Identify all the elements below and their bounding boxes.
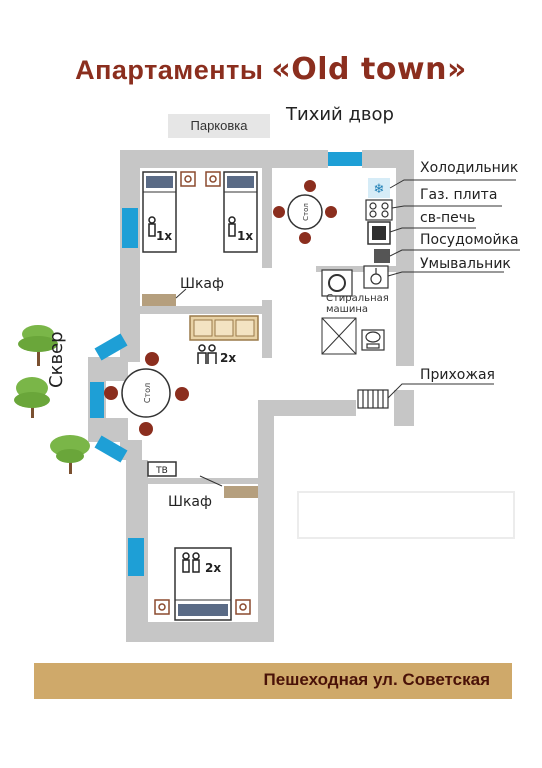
legend-fridge: Холодильник <box>420 160 519 176</box>
washing-machine-label-2: машина <box>326 304 368 315</box>
hallway-rack-icon <box>357 389 389 409</box>
page-title: Апартаменты «Old town» <box>0 52 542 87</box>
wardrobe-1-label: Шкаф <box>180 276 224 292</box>
gas-stove-icon <box>365 199 393 221</box>
street-bar: Пешеходная ул. Советская <box>34 663 512 699</box>
tree-icon-2 <box>14 377 50 418</box>
legend-hallway: Прихожая <box>420 367 495 383</box>
empty-panel <box>297 491 515 539</box>
nightstands-bedroom1 <box>180 171 221 187</box>
legend-leader-lines <box>387 179 520 399</box>
square-label: Сквер <box>46 331 67 388</box>
parking-label: Парковка <box>168 114 270 138</box>
sofa-person-icon <box>197 344 217 364</box>
tree-icon-3 <box>50 435 90 474</box>
single-bed-left <box>142 171 177 253</box>
wardrobe-1 <box>142 294 176 306</box>
street-label: Пешеходная ул. Советская <box>263 670 490 689</box>
single-bed-left-capacity: 1х <box>156 229 172 243</box>
dining-table-living: Стол <box>104 352 189 436</box>
double-bed <box>174 547 232 621</box>
legend-gas-stove: Газ. плита <box>420 187 498 203</box>
shower-icon <box>321 317 357 355</box>
dining-table-kitchen: Стол <box>273 180 337 244</box>
dishwasher-icon <box>374 249 390 263</box>
windows <box>90 152 362 576</box>
washing-machine-label: Стиральная <box>326 293 389 304</box>
double-bed-capacity: 2х <box>205 561 221 575</box>
wardrobe-2 <box>224 486 258 498</box>
washing-machine-icon <box>321 269 353 297</box>
tree-icon <box>18 325 58 366</box>
tv-label: ТВ <box>155 466 168 476</box>
title-name: «Old town» <box>271 52 467 87</box>
snowflake-icon: ❄ <box>374 182 385 197</box>
sink-icon <box>363 265 389 289</box>
microwave-icon <box>367 221 391 245</box>
toilet-icon <box>361 329 385 351</box>
courtyard-label: Тихий двор <box>286 104 394 125</box>
sofa <box>189 315 259 341</box>
single-bed-right-capacity: 1х <box>237 229 253 243</box>
legend-microwave: св-печь <box>420 210 476 226</box>
legend-dishwasher: Посудомойка <box>420 232 519 248</box>
tv-icon <box>147 461 177 477</box>
title-prefix: Апартаменты <box>75 55 272 85</box>
legend-sink: Умывальник <box>420 256 511 272</box>
single-bed-right <box>223 171 258 253</box>
fridge-icon <box>368 178 390 198</box>
kitchen-table-label: Стол <box>302 203 310 221</box>
nightstands-bedroom2 <box>154 599 251 615</box>
sofa-capacity: 2х <box>220 351 236 365</box>
living-table-label: Стол <box>143 383 152 403</box>
wardrobe-2-label: Шкаф <box>168 494 212 510</box>
